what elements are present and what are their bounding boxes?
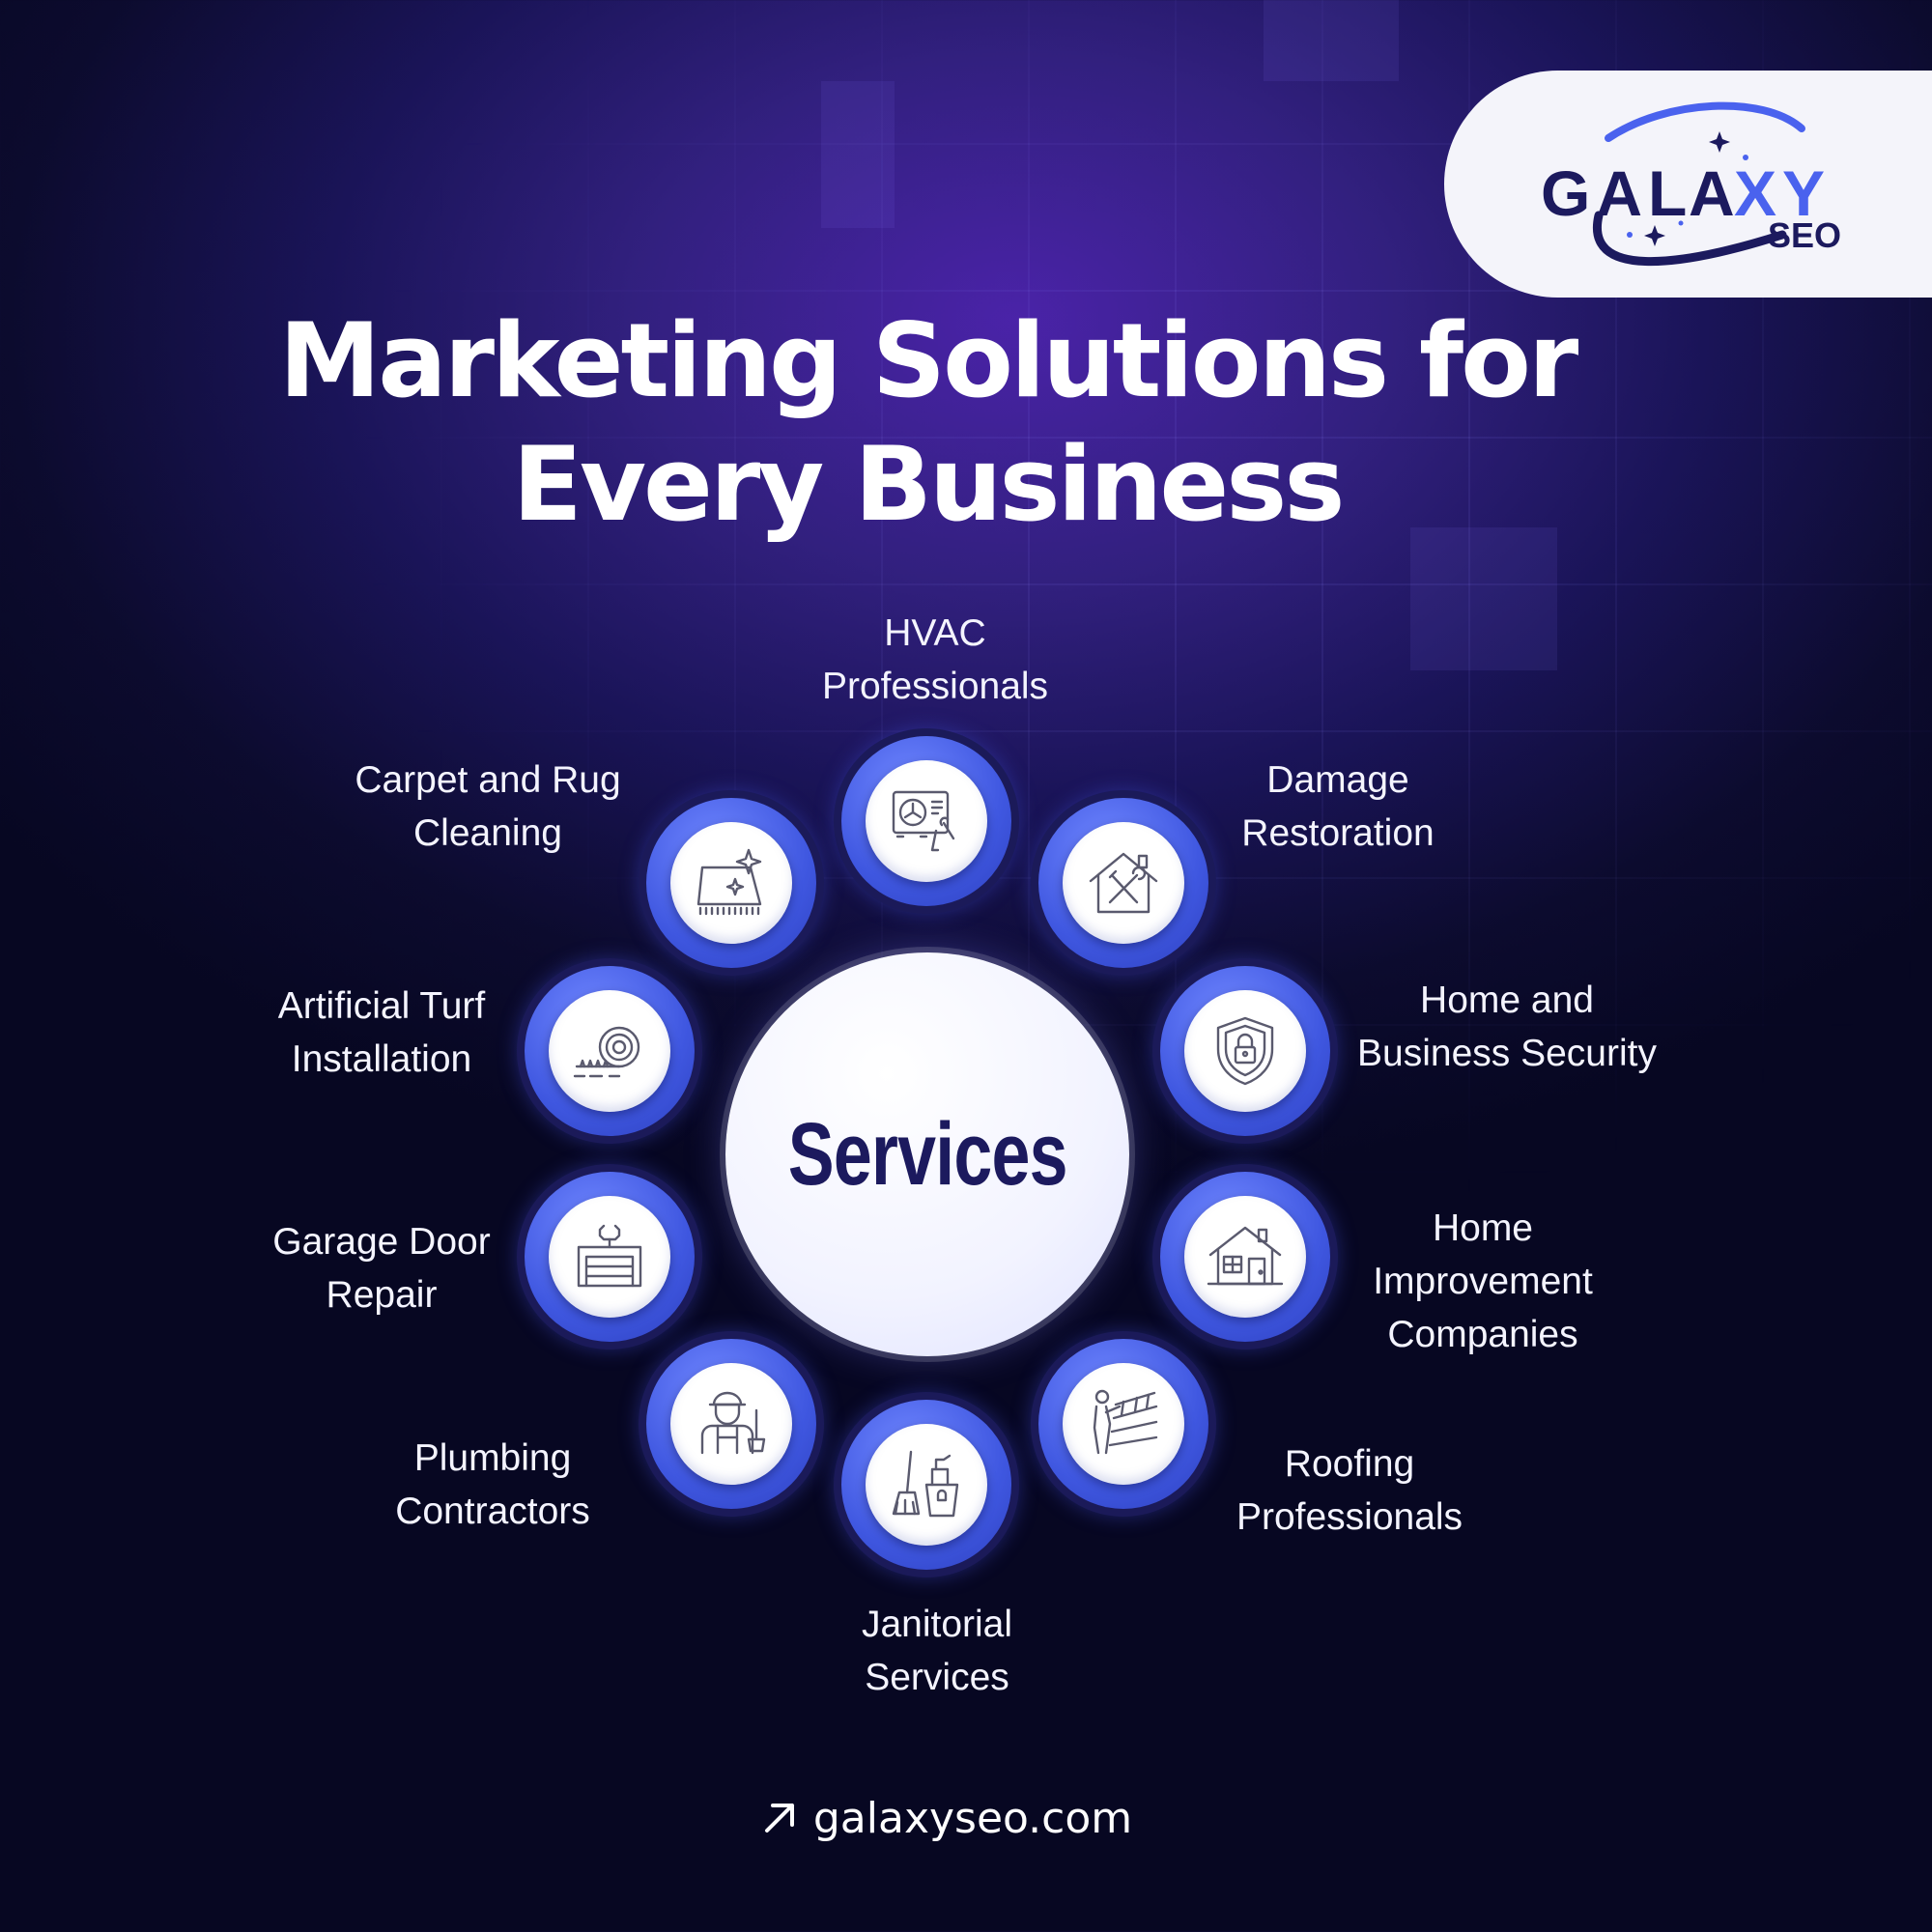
title-line-1: Marketing Solutions for bbox=[278, 301, 1579, 420]
svg-text:GAL: GAL bbox=[1541, 157, 1692, 229]
services-hub-label: Services bbox=[787, 1104, 1067, 1204]
service-node-home-improvement[interactable] bbox=[1152, 1164, 1338, 1350]
services-hub: Services bbox=[725, 952, 1129, 1356]
garage-door-icon bbox=[577, 1224, 642, 1288]
title-line-2: Every Business bbox=[512, 425, 1346, 544]
svg-text:SEO: SEO bbox=[1768, 215, 1841, 255]
background-tile bbox=[821, 81, 895, 228]
svg-text:XY: XY bbox=[1734, 157, 1831, 229]
website-url: galaxyseo.com bbox=[812, 1794, 1133, 1843]
website-link[interactable]: galaxyseo.com bbox=[0, 1794, 1893, 1843]
service-node-artificial-turf[interactable] bbox=[517, 958, 702, 1144]
svg-text:A: A bbox=[1689, 157, 1741, 229]
shield-lock-icon bbox=[1216, 1016, 1274, 1086]
background-tile bbox=[1410, 527, 1557, 670]
service-node-garage-door[interactable] bbox=[517, 1164, 702, 1350]
service-node-security[interactable] bbox=[1152, 958, 1338, 1144]
service-node-plumbing[interactable] bbox=[639, 1331, 824, 1517]
cleaning-supplies-icon bbox=[892, 1450, 959, 1518]
service-node-janitorial[interactable] bbox=[834, 1392, 1019, 1577]
roofer-icon bbox=[1093, 1389, 1158, 1455]
turf-roll-icon bbox=[573, 1026, 640, 1078]
service-node-roofing[interactable] bbox=[1031, 1331, 1216, 1517]
house-icon bbox=[1207, 1226, 1284, 1286]
logo-badge[interactable]: GAL A XY SEO bbox=[1444, 71, 1932, 298]
hvac-icon bbox=[892, 790, 955, 852]
service-node-damage-restoration[interactable] bbox=[1031, 790, 1216, 976]
service-node-carpet-cleaning[interactable] bbox=[639, 790, 824, 976]
plumber-icon bbox=[700, 1391, 766, 1455]
background-tile bbox=[1264, 0, 1399, 81]
sparkling-carpet-icon bbox=[696, 848, 762, 916]
page-title: Marketing Solutions for Every Business bbox=[0, 299, 1855, 547]
arrow-up-right-icon bbox=[764, 1804, 794, 1833]
galaxy-seo-logo: GAL A XY SEO bbox=[1541, 101, 1841, 267]
service-node-hvac[interactable] bbox=[834, 728, 1019, 914]
house-tools-icon bbox=[1089, 852, 1158, 914]
